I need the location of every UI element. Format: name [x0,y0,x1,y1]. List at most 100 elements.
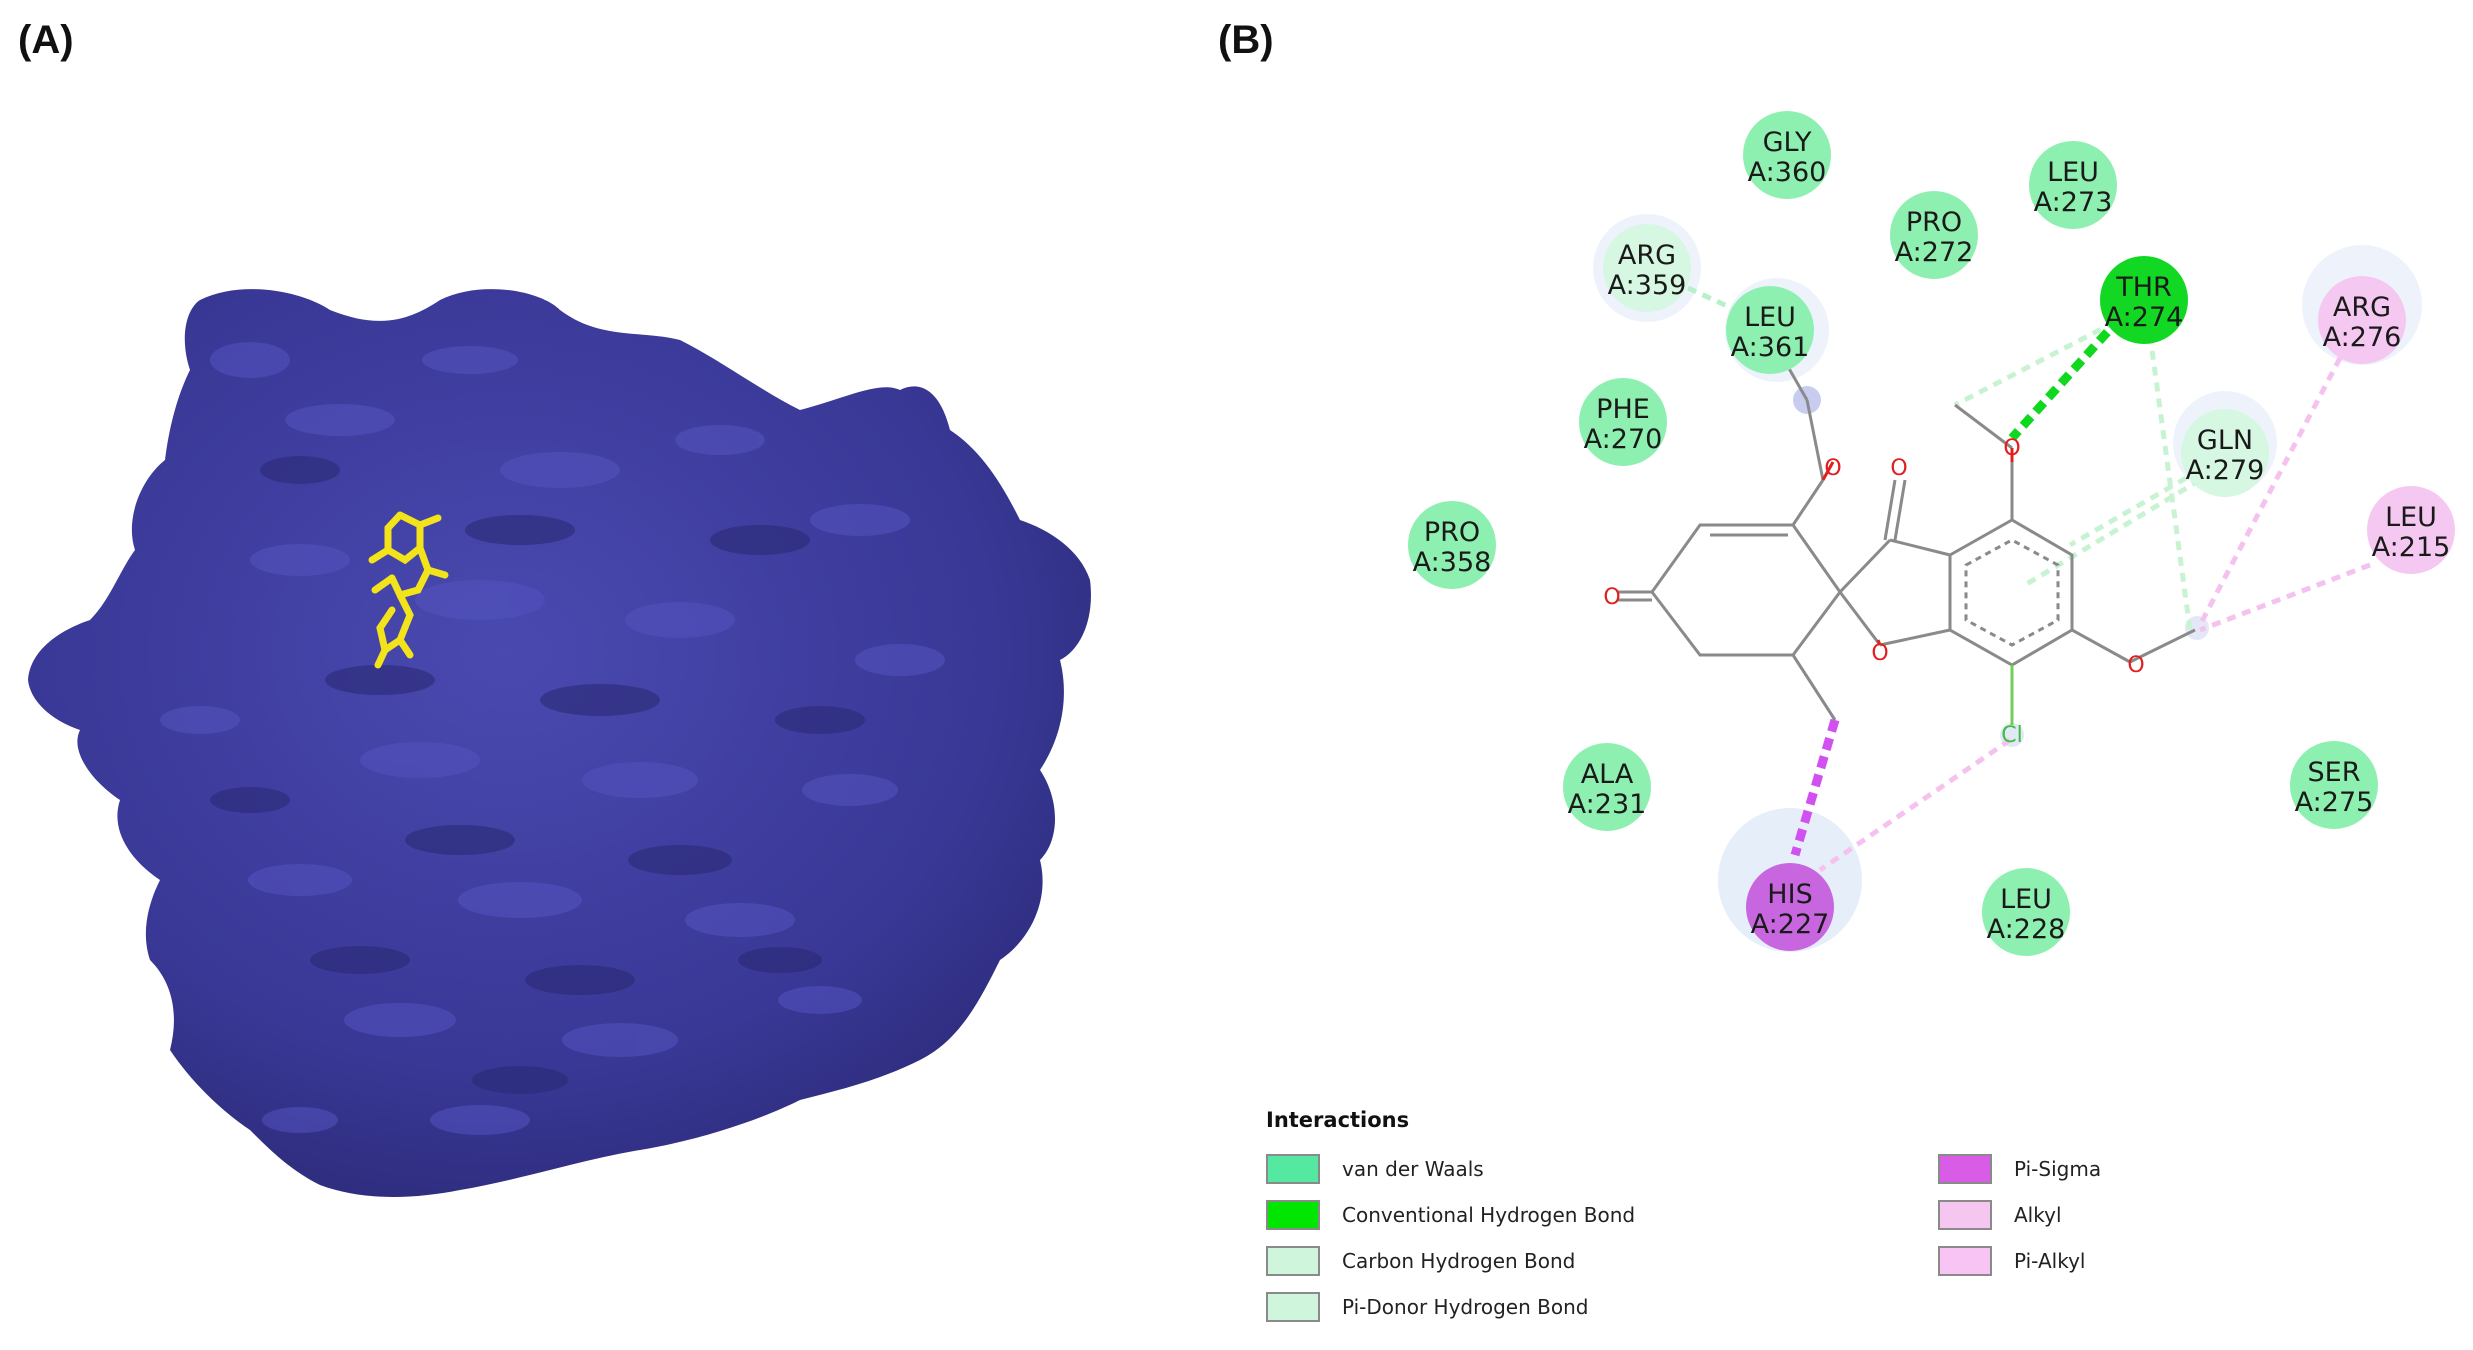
residue-circle [1890,191,1978,279]
residue-id: A:228 [1987,914,2066,945]
legend-item-pi-sigma: Pi-Sigma [1938,1152,2101,1186]
atom-o-methoxy: O [1824,456,1841,481]
legend-swatch-carbon-h-bond [1266,1246,1320,1276]
legend-item-alkyl: Alkyl [1938,1198,2062,1232]
legend-item-pi-alkyl: Pi-Alkyl [1938,1244,2085,1278]
residue-circle [1603,224,1691,312]
residue-name: ALA [1581,759,1634,790]
residue-name: PRO [1424,517,1480,548]
residue-id: A:273 [2034,187,2113,218]
residue-name: LEU [2047,157,2099,188]
atom-o-furan: O [1871,641,1888,666]
residue-circle [1982,868,2070,956]
interaction-lines [1686,285,2371,873]
residue-circle [1563,743,1651,831]
residue-id: A:274 [2105,302,2184,333]
atom-o-methoxy-2: O [2003,436,2020,461]
atom-labels: O O O O O O Cl [1603,436,2144,748]
ligand-skeleton [1618,357,2196,725]
protein-surface [28,289,1091,1197]
residue-id: A:275 [2295,787,2374,818]
protein-surface-panel [28,289,1091,1197]
legend-swatch-pi-alkyl [1938,1246,1992,1276]
residue-circle [1743,111,1831,199]
legend-label: Alkyl [2014,1203,2062,1227]
residue-circle [1726,286,1814,374]
residue-name: GLN [2197,425,2253,456]
legend-swatch-conventional-h-bond [1266,1200,1320,1230]
legend-label: Carbon Hydrogen Bond [1342,1249,1576,1273]
residue-id: A:231 [1568,789,1647,820]
residue-name: HIS [1767,879,1812,910]
residue-name: ARG [2333,292,2391,323]
legend-label: Conventional Hydrogen Bond [1342,1203,1636,1227]
legend-label: Pi-Donor Hydrogen Bond [1342,1295,1589,1319]
residue-name: LEU [1744,302,1796,333]
legend-label: Pi-Alkyl [2014,1249,2086,1273]
residue-circle [1408,501,1496,589]
residue-name: GLY [1763,127,1812,158]
legend-label: Pi-Sigma [2014,1157,2102,1181]
residue-name: ARG [1618,240,1676,271]
interactions-legend: Interactions van der Waals Conventional … [1266,1108,2466,1338]
residue-circle [2100,256,2188,344]
residue-id: A:279 [2186,455,2265,486]
residue-id: A:361 [1731,332,1810,363]
legend-swatch-pi-donor-h-bond [1266,1292,1320,1322]
residue-circle [2318,276,2406,364]
legend-item-pi-donor-h-bond: Pi-Donor Hydrogen Bond [1266,1290,1588,1324]
residue-id: A:215 [2372,532,2451,563]
legend-title: Interactions [1266,1108,1410,1132]
legend-item-van-der-waals: van der Waals [1266,1152,1484,1186]
residue-circle [1746,863,1834,951]
residue-circle [2290,741,2378,829]
residue-circle [2029,141,2117,229]
legend-item-conventional-h-bond: Conventional Hydrogen Bond [1266,1198,1635,1232]
legend-item-carbon-h-bond: Carbon Hydrogen Bond [1266,1244,1575,1278]
residue-id: A:227 [1751,909,1830,940]
panel-a-label: (A) [18,18,74,62]
residue-name: PHE [1596,394,1650,425]
residue-circle [1579,378,1667,466]
legend-swatch-pi-sigma [1938,1154,1992,1184]
residue-halos [1593,214,2422,952]
residue-id: A:276 [2323,322,2402,353]
ligand-sticks [368,511,449,669]
residue-name: THR [2115,272,2172,303]
residue-id: A:358 [1413,547,1492,578]
atom-o-ketone: O [1890,456,1907,481]
residue-circle [2367,486,2455,574]
residue-name: SER [2308,757,2361,788]
oxygen-bonds [1821,448,2014,646]
residue-id: A:360 [1748,157,1827,188]
residue-name: LEU [2000,884,2052,915]
residue-id: A:272 [1895,237,1974,268]
residue-id: A:270 [1584,424,1663,455]
atom-chlorine: Cl [2001,723,2022,748]
legend-swatch-alkyl [1938,1200,1992,1230]
panel-b-label: (B) [1218,18,1274,62]
residue-id: A:359 [1608,270,1687,301]
atom-o-enone: O [1603,585,1620,610]
atom-o-methoxy-3: O [2127,653,2144,678]
residue-name: PRO [1906,207,1962,238]
legend-swatch-van-der-waals [1266,1154,1320,1184]
residue-circle [2181,409,2269,497]
residue-name: LEU [2385,502,2437,533]
